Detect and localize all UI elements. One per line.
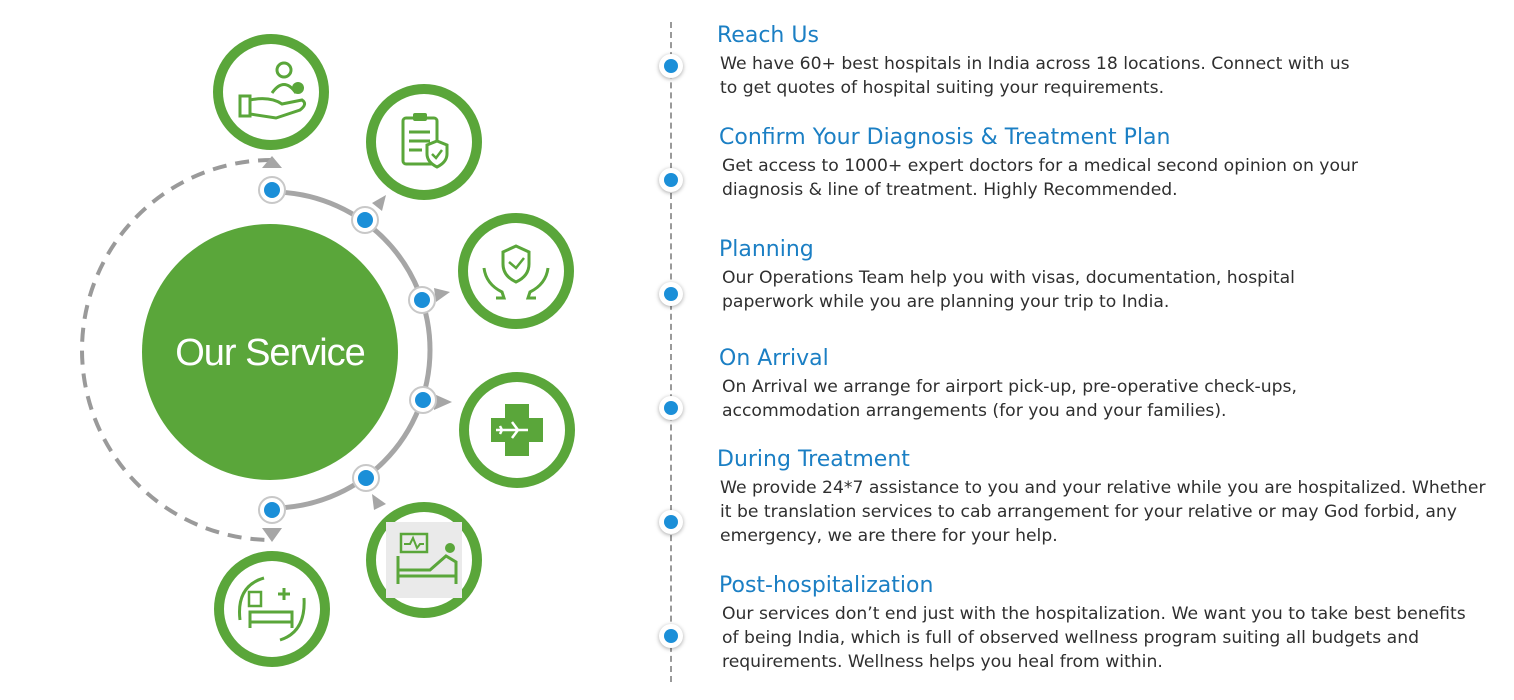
arrow-4 <box>434 394 452 410</box>
arrow-2 <box>372 195 386 211</box>
arrow-1 <box>262 156 282 168</box>
arc-node <box>409 386 437 414</box>
hospital-bed-monitor-icon <box>366 502 482 618</box>
step-description: We provide 24*7 assistance to you and yo… <box>720 478 1486 546</box>
arc-node <box>258 176 286 204</box>
step-planning: Planning Our Operations Team help you wi… <box>719 236 1379 314</box>
outer-solid-arc <box>271 189 433 511</box>
arc-node <box>258 496 286 524</box>
step-title: Reach Us <box>717 23 819 48</box>
arrow-6 <box>262 528 282 542</box>
step-description: Our Operations Team help you with visas,… <box>722 268 1295 312</box>
step-title: During Treatment <box>717 447 910 472</box>
arc-node <box>408 286 436 314</box>
service-diagram: Our Service <box>80 34 575 667</box>
timeline-node <box>659 282 683 306</box>
patient-care-icon <box>213 34 329 150</box>
timeline-node <box>659 54 683 78</box>
medical-flight-icon <box>459 372 575 488</box>
step-description: Our services don’t end just with the hos… <box>722 604 1466 672</box>
arrow-5 <box>372 494 386 510</box>
arc-node <box>351 206 379 234</box>
arrow-3 <box>434 288 450 302</box>
center-title: Our Service <box>175 332 365 374</box>
timeline-node <box>659 510 683 534</box>
step-on-arrival: On Arrival On Arrival we arrange for air… <box>719 345 1389 423</box>
step-during-treatment: During Treatment We provide 24*7 assista… <box>717 446 1497 548</box>
center-circle <box>142 224 398 480</box>
step-description: We have 60+ best hospitals in India acro… <box>720 54 1350 98</box>
hands-shield-icon <box>458 213 574 329</box>
step-confirm-diagnosis: Confirm Your Diagnosis & Treatment Plan … <box>719 124 1389 202</box>
timeline-node <box>659 396 683 420</box>
timeline-node <box>659 624 683 648</box>
step-title: Post-hospitalization <box>719 573 934 598</box>
clipboard-shield-icon <box>366 84 482 200</box>
step-description: Get access to 1000+ expert doctors for a… <box>722 156 1358 200</box>
timeline-node <box>659 168 683 192</box>
step-title: Confirm Your Diagnosis & Treatment Plan <box>719 125 1171 150</box>
step-description: On Arrival we arrange for airport pick-u… <box>722 377 1297 421</box>
hospital-stay-icon <box>214 551 330 667</box>
step-title: Planning <box>719 237 814 262</box>
step-post-hospitalization: Post-hospitalization Our services don’t … <box>719 572 1479 674</box>
timeline-line <box>670 22 672 682</box>
step-title: On Arrival <box>719 346 829 371</box>
arc-node <box>352 464 380 492</box>
step-reach-us: Reach Us We have 60+ best hospitals in I… <box>717 22 1367 100</box>
